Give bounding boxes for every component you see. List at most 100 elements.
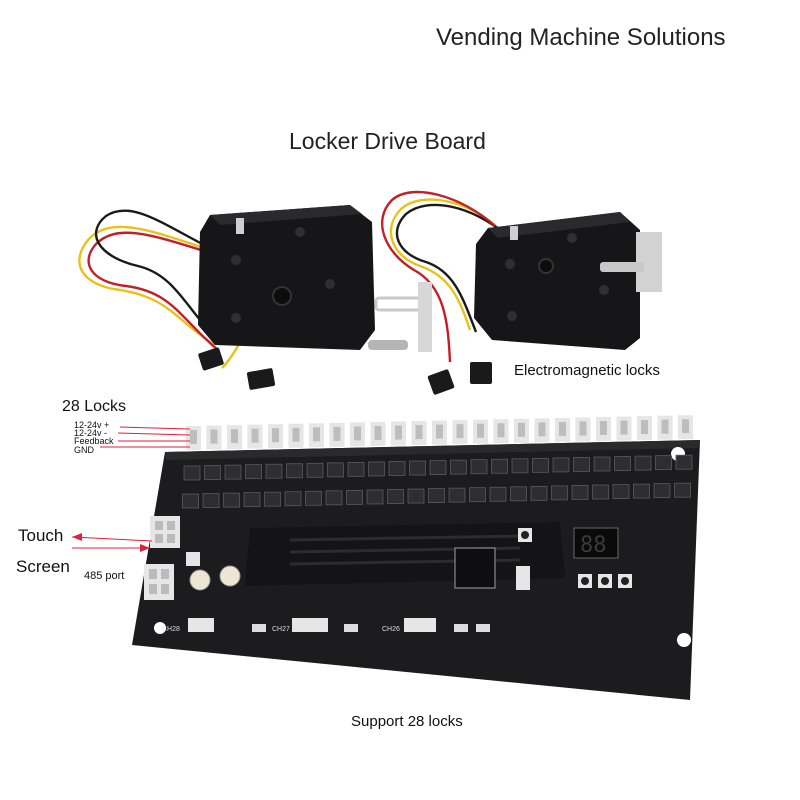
- driver-component: [573, 457, 590, 472]
- driver-component: [551, 485, 568, 501]
- electromagnetic-locks-label: Electromagnetic locks: [514, 362, 660, 379]
- driver-component: [387, 489, 404, 504]
- lock-connector-slot: [497, 423, 505, 438]
- driver-component: [612, 484, 630, 499]
- lock-connector-slot: [190, 430, 197, 444]
- side-connector: [516, 566, 530, 590]
- bottom-connector-2: [292, 618, 328, 632]
- driver-component: [346, 489, 363, 505]
- driver-component: [265, 463, 283, 479]
- lock-connector-slot: [456, 424, 464, 439]
- right-wire-connector: [427, 369, 455, 395]
- driver-component: [655, 455, 672, 471]
- lock-connector-slot: [313, 427, 320, 442]
- locker-drive-board: 88: [132, 415, 700, 700]
- lock-connector-slot: [354, 426, 361, 441]
- left-wire-connector: [198, 347, 224, 371]
- driver-component: [325, 490, 343, 506]
- driver-component: [530, 485, 548, 501]
- lock-connector-slot: [661, 419, 669, 434]
- driver-component: [448, 487, 466, 503]
- driver-component: [491, 458, 508, 474]
- lock-connector-slot: [436, 424, 443, 439]
- driver-component: [674, 482, 691, 498]
- lock-connector-slot: [374, 425, 382, 440]
- driver-component: [284, 491, 302, 507]
- driver-component: [552, 457, 570, 473]
- driver-component: [368, 461, 385, 477]
- mcu-chip: [454, 547, 496, 589]
- driver-component: [388, 461, 406, 476]
- lock-connector-slot: [333, 426, 341, 441]
- driver-component: [489, 486, 507, 502]
- driver-component: [633, 483, 650, 499]
- lock-connector-slot: [620, 420, 628, 435]
- driver-component: [450, 459, 467, 475]
- channel-label-27: CH27: [272, 626, 290, 633]
- lock-connector-slot: [682, 419, 689, 434]
- driver-component: [675, 454, 693, 470]
- svg-text:88: 88: [580, 533, 607, 558]
- pin-label-negative: 12-24v -: [74, 428, 108, 438]
- lock-connector-slot: [641, 420, 648, 435]
- driver-component: [204, 465, 221, 480]
- support-label: Support 28 locks: [351, 713, 463, 730]
- driver-component: [510, 486, 527, 502]
- driver-component: [243, 492, 261, 508]
- capacitor-2: [219, 565, 241, 587]
- driver-component: [469, 487, 486, 503]
- screen-arrow-right: [140, 544, 150, 552]
- pin-label-gnd: GND: [74, 445, 94, 455]
- right-lock-wires: [381, 190, 506, 363]
- bottom-connector-3: [404, 618, 436, 632]
- seven-segment-display: [573, 527, 619, 559]
- page-title: Locker Drive Board: [289, 128, 486, 154]
- right-electromagnetic-lock: [474, 212, 662, 350]
- touch-label: Touch: [18, 526, 64, 545]
- driver-component: [571, 485, 589, 500]
- touch-screen-connector: [150, 516, 180, 548]
- port-485-label: 485 port: [84, 570, 125, 582]
- driver-component: [366, 489, 384, 505]
- pin-label-positive: 12-24v +: [74, 420, 110, 430]
- lock-connector-slot: [600, 421, 607, 435]
- driver-component: [653, 483, 671, 499]
- driver-component: [306, 462, 324, 478]
- driver-component: [429, 460, 447, 476]
- driver-component: [327, 462, 344, 478]
- left-electromagnetic-lock: [198, 205, 432, 352]
- driver-component: [305, 490, 322, 506]
- lock-connector-slot: [272, 428, 279, 443]
- bottom-connector-1: [188, 618, 214, 632]
- lock-connector-slot: [477, 423, 484, 438]
- driver-component: [347, 461, 365, 477]
- lock-connector-slot: [231, 429, 238, 444]
- lock-connector-slot: [538, 422, 546, 437]
- driver-component: [592, 484, 609, 500]
- channel-label-28: CH28: [162, 626, 180, 633]
- driver-component: [224, 464, 242, 480]
- driver-component: [407, 488, 425, 504]
- channel-label-26: CH26: [382, 626, 400, 633]
- right-wire-connector-2: [470, 362, 492, 384]
- driver-component: [634, 455, 652, 471]
- left-wire-connector-2: [246, 368, 276, 390]
- lock-connector-slot: [579, 421, 587, 436]
- lock-connector-slot: [292, 427, 300, 442]
- brand-text: Vending Machine Solutions: [436, 24, 726, 51]
- lock-connector-slot: [518, 422, 525, 437]
- driver-component: [182, 493, 199, 509]
- driver-component: [286, 463, 303, 479]
- lock-connector-slot: [210, 429, 218, 444]
- capacitor-1: [189, 569, 211, 591]
- driver-component: [409, 460, 426, 476]
- screen-label: Screen: [16, 557, 70, 576]
- driver-component: [470, 459, 488, 475]
- pin-label-feedback: Feedback: [74, 436, 114, 446]
- lock-connector-slot: [415, 425, 423, 440]
- driver-component-rows: [182, 454, 693, 509]
- driver-component: [593, 456, 611, 472]
- locks-count-label: 28 Locks: [62, 398, 127, 415]
- driver-component: [532, 457, 549, 473]
